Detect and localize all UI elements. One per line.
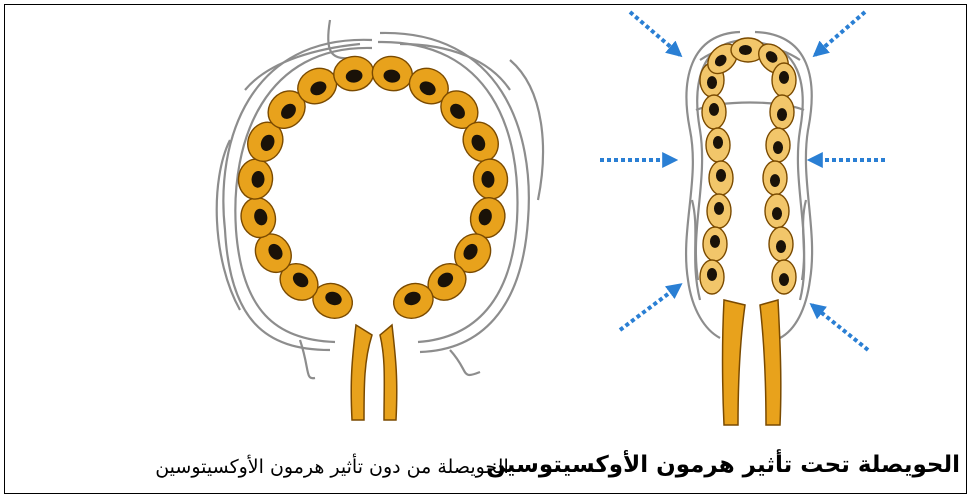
nucleus <box>779 273 789 286</box>
epithelial-cell <box>700 260 724 294</box>
relaxed-alveolus <box>217 20 543 420</box>
nucleus <box>776 240 786 253</box>
epithelial-cell <box>770 95 794 129</box>
nucleus <box>773 141 783 154</box>
nucleus <box>713 136 723 149</box>
nucleus <box>779 71 789 84</box>
epithelial-cell <box>772 63 796 97</box>
pressure-arrows <box>600 12 885 350</box>
epithelial-cell <box>237 158 275 201</box>
epithelial-cell <box>769 227 793 261</box>
alveolar-epithelium-right <box>700 38 796 294</box>
epithelial-cell <box>370 54 415 94</box>
contracted-alveolus <box>600 12 885 425</box>
nucleus <box>739 45 752 55</box>
nucleus <box>772 207 782 220</box>
nucleus <box>707 268 717 281</box>
duct-left <box>351 325 397 420</box>
arrow-icon <box>630 12 680 55</box>
epithelial-cell <box>331 54 376 94</box>
alveolar-epithelium-left <box>237 54 510 324</box>
duct-right <box>723 300 781 425</box>
epithelial-cell <box>766 128 790 162</box>
arrow-icon <box>815 12 865 55</box>
arrow-icon <box>812 305 868 350</box>
nucleus <box>710 235 720 248</box>
nucleus <box>770 174 780 187</box>
epithelial-cell <box>707 194 731 228</box>
epithelial-cell <box>703 227 727 261</box>
epithelial-cell <box>702 95 726 129</box>
arrow-icon <box>620 285 680 330</box>
epithelial-cell <box>472 158 510 201</box>
nucleus <box>714 202 724 215</box>
nucleus <box>707 76 717 89</box>
epithelial-cell <box>709 161 733 195</box>
caption-contracted: الحويصلة تحت تأثير هرمون الأوكسيتوسين <box>590 452 960 478</box>
epithelial-cell <box>706 128 730 162</box>
nucleus <box>716 169 726 182</box>
epithelial-cell <box>765 194 789 228</box>
epithelial-cell <box>772 260 796 294</box>
nucleus <box>777 108 787 121</box>
nucleus <box>709 103 719 116</box>
epithelial-cell <box>763 161 787 195</box>
